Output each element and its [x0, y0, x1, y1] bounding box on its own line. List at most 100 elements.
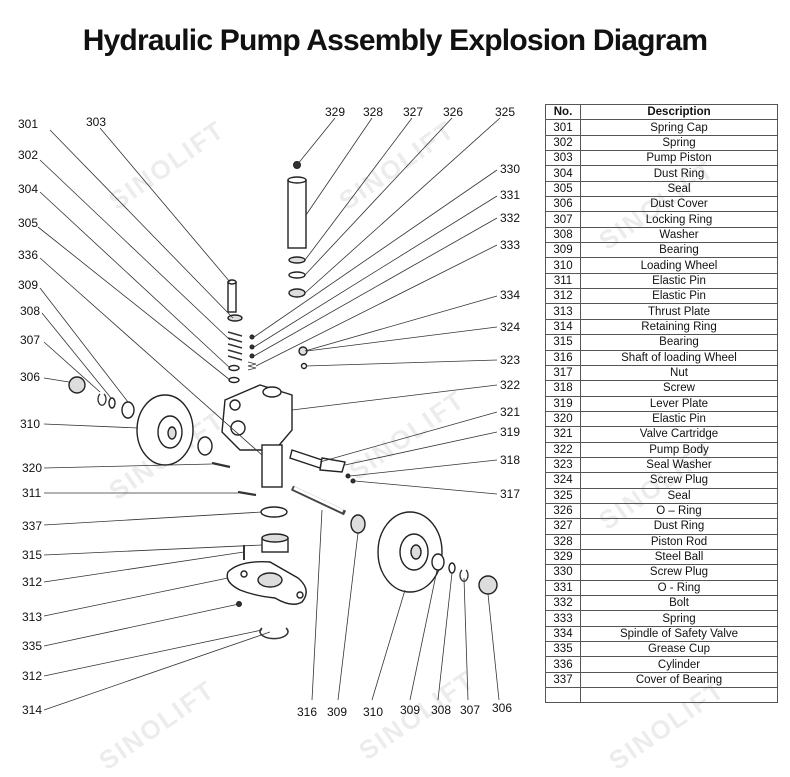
part-number-cell: 311: [545, 272, 581, 290]
part-description-cell: O - Ring: [580, 579, 778, 597]
o-ring-331: [249, 344, 255, 350]
bearing-inner: [197, 436, 213, 456]
part-number-cell: 336: [545, 656, 581, 673]
part-number-cell: 333: [545, 610, 581, 627]
part-number-cell: 326: [545, 502, 581, 520]
thrust-plate-hole: [296, 591, 304, 599]
part-description-cell: Dust Ring: [580, 518, 778, 535]
part-description-cell: [580, 687, 778, 704]
dust-ring-327: [288, 256, 306, 264]
part-description-cell: Bearing: [580, 334, 778, 351]
part-description-cell: Washer: [580, 226, 778, 244]
o-ring-326: [288, 271, 306, 279]
part-description-cell: Elastic Pin: [580, 410, 778, 428]
part-number-cell: 334: [545, 625, 581, 643]
part-description-cell: Steel Ball: [580, 548, 778, 566]
bearing-cover: [260, 506, 288, 518]
part-number-cell: 310: [545, 257, 581, 274]
table-header-row: No. Description: [545, 103, 778, 121]
callout-label: 308: [431, 703, 451, 717]
part-description-cell: Loading Wheel: [580, 257, 778, 274]
thrust-plate-hole: [240, 570, 248, 578]
callout-label: 309: [18, 278, 38, 292]
callout-labels: 301 303 302 304 305 336 309 308 307 306 …: [18, 105, 520, 719]
screw-plug-330: [249, 334, 255, 340]
part-description-cell: Bolt: [580, 594, 778, 612]
part-number-cell: 307: [545, 211, 581, 228]
callout-label: 304: [18, 182, 38, 196]
part-description-cell: Grease Cup: [580, 641, 778, 658]
part-number-cell: 313: [545, 303, 581, 320]
callout-label: 312: [22, 669, 42, 683]
locking-ring-left: [97, 393, 107, 406]
part-description-cell: Seal: [580, 180, 778, 198]
callout-label: 315: [22, 548, 42, 562]
retaining-ring: [259, 627, 289, 640]
part-description-cell: Spring: [580, 134, 778, 152]
part-description-cell: Spindle of Safety Valve: [580, 625, 778, 643]
part-number-cell: 308: [545, 226, 581, 244]
spring: [227, 331, 243, 361]
callout-label: 335: [22, 639, 42, 653]
part-description-cell: Screw Plug: [580, 472, 778, 489]
part-number-cell: 319: [545, 395, 581, 412]
callout-label: 310: [20, 417, 40, 431]
part-description-cell: Screw Plug: [580, 564, 778, 581]
part-description-cell: Cylinder: [580, 656, 778, 673]
callout-label: 329: [325, 105, 345, 119]
part-description-cell: Bearing: [580, 242, 778, 259]
callout-label: 310: [363, 705, 383, 719]
washer-left: [108, 397, 116, 409]
callout-label: 314: [22, 703, 42, 717]
part-number-cell: 309: [545, 242, 581, 259]
callout-label: 321: [500, 405, 520, 419]
callout-label: 324: [500, 320, 520, 334]
callout-label: 330: [500, 162, 520, 176]
part-number-cell: 331: [545, 579, 581, 597]
pump-body-bore: [262, 386, 282, 398]
callout-label: 327: [403, 105, 423, 119]
seal-washer-323: [300, 362, 308, 370]
callout-label: 309: [327, 705, 347, 719]
callout-label: 305: [18, 216, 38, 230]
elastic-pin-311: [237, 490, 257, 497]
part-number-cell: 325: [545, 487, 581, 504]
callout-label: 326: [443, 105, 463, 119]
part-description-cell: Locking Ring: [580, 211, 778, 228]
callout-label: 303: [86, 115, 106, 129]
callout-label: 312: [22, 575, 42, 589]
part-number-cell: 330: [545, 564, 581, 581]
callout-label: 332: [500, 211, 520, 225]
bearing-right: [431, 553, 445, 571]
seal-325: [288, 288, 306, 298]
callout-label: 322: [500, 378, 520, 392]
piston-rod-top: [287, 176, 307, 184]
bolt-332: [249, 353, 255, 359]
part-number-cell: [545, 687, 581, 704]
part-description-cell: Dust Ring: [580, 165, 778, 182]
part-description-cell: Spring: [580, 610, 778, 627]
part-description-cell: Retaining Ring: [580, 318, 778, 336]
callout-label: 336: [18, 248, 38, 262]
pump-piston: [227, 281, 237, 313]
part-number-cell: 301: [545, 119, 581, 136]
